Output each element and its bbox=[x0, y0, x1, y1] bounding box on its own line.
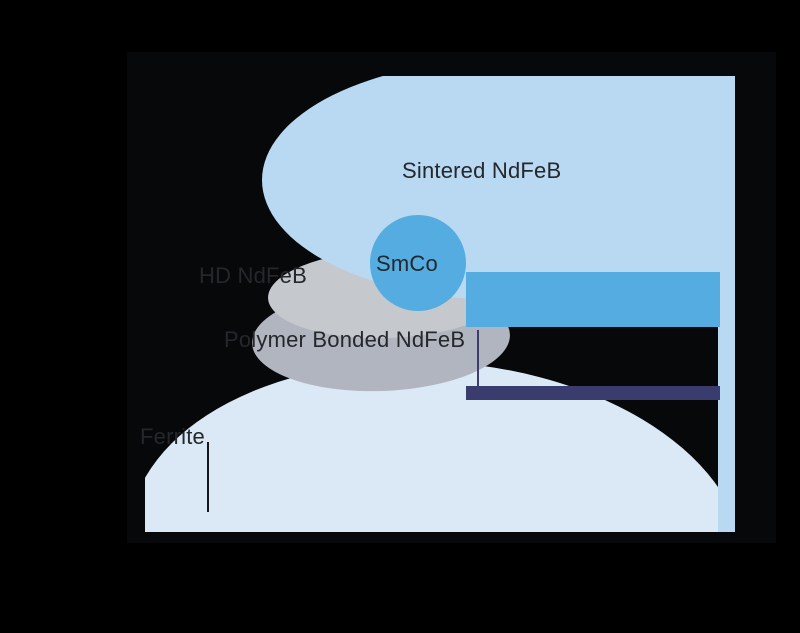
smco-band bbox=[466, 272, 720, 327]
plot-area bbox=[145, 76, 735, 532]
smco-circle bbox=[370, 215, 466, 311]
ferrite-label: Ferrite bbox=[140, 424, 205, 449]
ferrite-leader-line bbox=[207, 442, 209, 512]
smco-leader-line bbox=[477, 330, 479, 386]
figure-area: Sintered NdFeB SmCo HD NdFeB Polymer Bon… bbox=[127, 52, 776, 543]
navy-band bbox=[466, 386, 720, 400]
sintered-ndfeb-label: Sintered NdFeB bbox=[402, 158, 562, 183]
polymer-bonded-ndfeb-label: Polymer Bonded NdFeB bbox=[224, 327, 466, 352]
hd-ndfeb-label: HD NdFeB bbox=[199, 263, 307, 288]
sintered-ndfeb-corner bbox=[600, 76, 735, 272]
smco-label: SmCo bbox=[376, 251, 438, 276]
